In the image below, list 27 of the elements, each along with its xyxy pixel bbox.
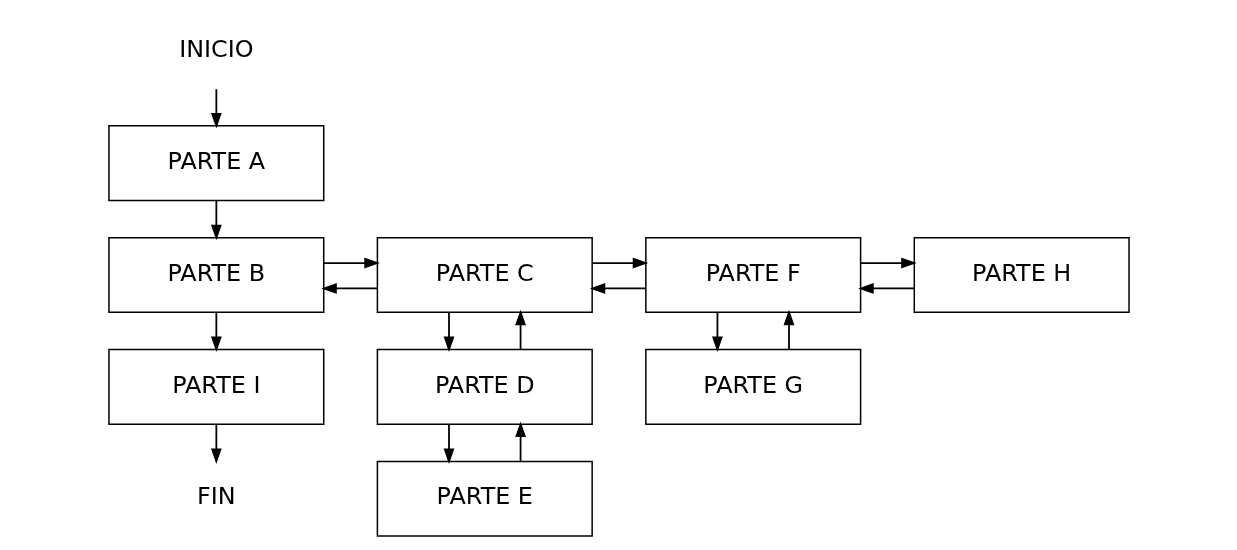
node-box: PARTE E xyxy=(376,460,593,537)
node-box: PARTE F xyxy=(644,236,861,314)
arrow xyxy=(210,311,222,353)
arrow xyxy=(210,423,222,464)
arrow xyxy=(589,283,646,294)
arrow xyxy=(443,311,454,353)
arrow xyxy=(591,257,648,269)
arrow xyxy=(711,311,723,353)
arrow xyxy=(514,421,526,462)
arrow xyxy=(857,283,915,294)
node-box: PARTE I xyxy=(107,348,324,425)
node-box: PARTE D xyxy=(376,348,593,425)
node-text: FIN xyxy=(196,482,236,511)
arrow xyxy=(514,309,526,350)
arrow xyxy=(322,257,380,269)
node-box: PARTE B xyxy=(107,236,324,314)
arrow xyxy=(443,423,454,464)
arrow xyxy=(859,257,917,269)
arrow xyxy=(210,200,222,241)
node-box: PARTE G xyxy=(644,348,861,425)
arrow xyxy=(210,88,222,129)
arrow xyxy=(320,283,378,294)
node-box: PARTE C xyxy=(376,236,593,314)
arrow xyxy=(783,309,794,350)
node-text: INICIO xyxy=(178,34,254,63)
node-box: PARTE H xyxy=(913,236,1130,314)
node-box: PARTE A xyxy=(107,125,324,202)
